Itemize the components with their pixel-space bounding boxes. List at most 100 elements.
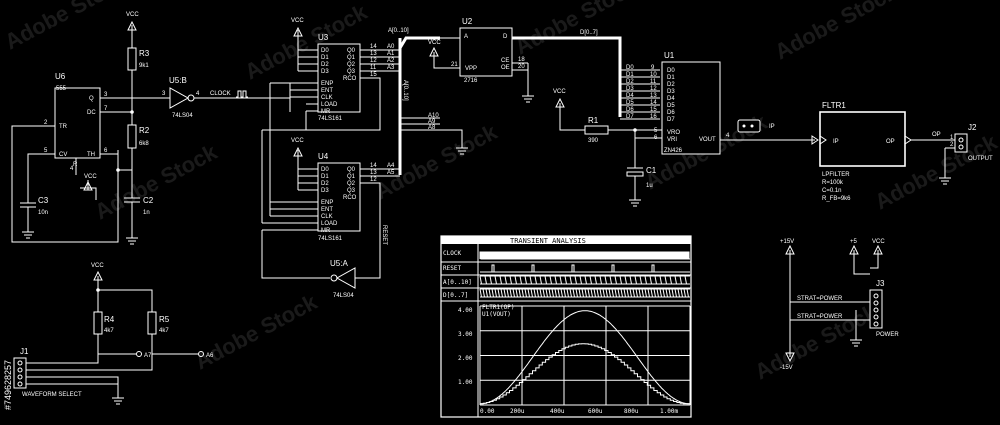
svg-text:D2: D2 — [667, 82, 675, 88]
svg-text:600u: 600u — [588, 408, 603, 415]
svg-text:D3: D3 — [321, 188, 329, 194]
svg-text:4.00: 4.00 — [458, 307, 473, 314]
r2-resistor: R2 6k8 — [116, 110, 150, 198]
svg-text:R4: R4 — [104, 315, 115, 324]
svg-text:D0: D0 — [626, 65, 634, 71]
svg-text:D7: D7 — [667, 117, 675, 123]
svg-text:OP: OP — [932, 132, 941, 138]
trace-label-fltr1: FLTR1(OP) — [482, 304, 515, 311]
svg-text:A8: A8 — [428, 125, 436, 131]
trace-data-bus — [479, 288, 690, 298]
svg-text:OP: OP — [886, 139, 895, 145]
svg-text:11: 11 — [650, 79, 657, 85]
svg-text:Adobe Stock: Adobe Stock — [751, 299, 882, 385]
u3-counter: U3 74LS161 D0 D1 D2 D3 ENP ENT CLK LOAD … — [289, 18, 400, 131]
u4-counter: U4 74LS161 D0 D1 D2 D3 ENP ENT CLK LOAD … — [261, 82, 400, 279]
svg-text:J2: J2 — [968, 123, 977, 132]
row-label-address: A[0..10] — [443, 279, 472, 286]
svg-text:390: 390 — [588, 138, 599, 144]
svg-text:POWER: POWER — [876, 332, 899, 338]
svg-text:10: 10 — [650, 72, 657, 78]
svg-text:+5: +5 — [850, 239, 858, 245]
svg-text:18: 18 — [518, 57, 525, 63]
svg-text:14: 14 — [370, 44, 377, 50]
svg-text:MR: MR — [321, 228, 331, 234]
svg-text:4: 4 — [726, 133, 730, 139]
svg-text:VCC: VCC — [91, 263, 104, 269]
plot-grid — [479, 305, 691, 406]
ip-probe: IP — [737, 119, 819, 145]
svg-text:D0: D0 — [321, 167, 329, 173]
svg-text:Adobe Stock: Adobe Stock — [191, 289, 322, 375]
c1-capacitor: C1 1u — [626, 138, 657, 207]
u6-555-timer: U6 555 Q DC TR CV TH R VCC 3 7 2 5 6 4 — [11, 72, 165, 243]
svg-text:A9: A9 — [428, 119, 436, 125]
svg-text:VCC: VCC — [126, 12, 139, 18]
row-label-reset: RESET — [443, 265, 461, 272]
svg-text:A4: A4 — [387, 163, 395, 169]
digital-traces — [479, 251, 690, 298]
svg-text:CLK: CLK — [321, 214, 333, 220]
trace-clock — [479, 251, 690, 260]
svg-text:74LS04: 74LS04 — [333, 293, 354, 299]
svg-text:R5: R5 — [159, 315, 170, 324]
svg-text:D3: D3 — [321, 69, 329, 75]
svg-text:Q3: Q3 — [347, 69, 356, 75]
svg-text:R2: R2 — [139, 126, 150, 135]
u6-body — [54, 87, 101, 159]
svg-text:9: 9 — [651, 65, 655, 71]
svg-text:VRO: VRO — [667, 130, 680, 136]
svg-text:IP: IP — [769, 124, 775, 130]
svg-text:OUTPUT: OUTPUT — [968, 156, 993, 162]
c2-capacitor: C2 1n — [124, 196, 154, 245]
svg-text:VRI: VRI — [667, 137, 677, 143]
j3-power-connector: +15V +5 VCC -15V STRAT=POWER STRAT=POWER… — [780, 239, 899, 371]
svg-text:1: 1 — [950, 135, 954, 141]
svg-text:Q1: Q1 — [347, 174, 356, 180]
svg-text:VCC: VCC — [84, 174, 97, 180]
svg-text:2716: 2716 — [464, 78, 478, 84]
svg-text:400u: 400u — [550, 408, 565, 415]
svg-text:R3: R3 — [139, 49, 150, 58]
svg-text:Q0: Q0 — [347, 48, 356, 54]
stock-id: #749628257 — [3, 359, 13, 410]
svg-text:C2: C2 — [143, 196, 154, 205]
u5a-inverter: U5:A 74LS04 — [330, 259, 356, 299]
svg-text:2: 2 — [44, 120, 48, 126]
vcc-arrow — [127, 20, 137, 31]
analysis-title: TRANSIENT ANALYSIS — [510, 237, 586, 245]
svg-text:3: 3 — [162, 91, 166, 97]
svg-text:C3: C3 — [38, 196, 49, 205]
r5-resistor: R5 4k7 — [147, 311, 170, 335]
svg-text:VCC: VCC — [553, 89, 566, 95]
svg-text:Adobe Stock: Adobe Stock — [1, 0, 132, 54]
svg-text:12: 12 — [370, 177, 377, 183]
svg-text:VCC: VCC — [291, 18, 304, 24]
svg-text:9k1: 9k1 — [139, 63, 149, 69]
plot-curves — [479, 310, 690, 405]
svg-text:14: 14 — [650, 100, 657, 106]
svg-text:200u: 200u — [510, 408, 525, 415]
svg-text:74LS161: 74LS161 — [318, 236, 343, 242]
svg-text:J1: J1 — [20, 347, 29, 356]
svg-text:14: 14 — [370, 163, 377, 169]
u6-ref: U6 — [55, 72, 66, 81]
svg-text:4k7: 4k7 — [159, 328, 169, 334]
svg-text:U2: U2 — [462, 17, 473, 26]
svg-text:2: 2 — [950, 142, 954, 148]
svg-text:D4: D4 — [626, 93, 634, 99]
svg-text:12: 12 — [650, 86, 657, 92]
svg-text:VCC: VCC — [428, 40, 441, 46]
svg-text:Adobe Stock: Adobe Stock — [771, 0, 902, 64]
svg-text:A1: A1 — [387, 51, 395, 57]
svg-text:A6: A6 — [206, 353, 214, 359]
svg-text:D2: D2 — [321, 181, 329, 187]
svg-text:5: 5 — [44, 148, 48, 154]
svg-text:1.00: 1.00 — [458, 379, 473, 386]
svg-text:4: 4 — [70, 166, 74, 172]
svg-text:Adobe Stock: Adobe Stock — [91, 139, 222, 225]
svg-text:J3: J3 — [876, 279, 885, 288]
j2-output-connector: J2 OUTPUT 1 2 — [950, 123, 993, 162]
svg-text:1u: 1u — [646, 183, 653, 189]
